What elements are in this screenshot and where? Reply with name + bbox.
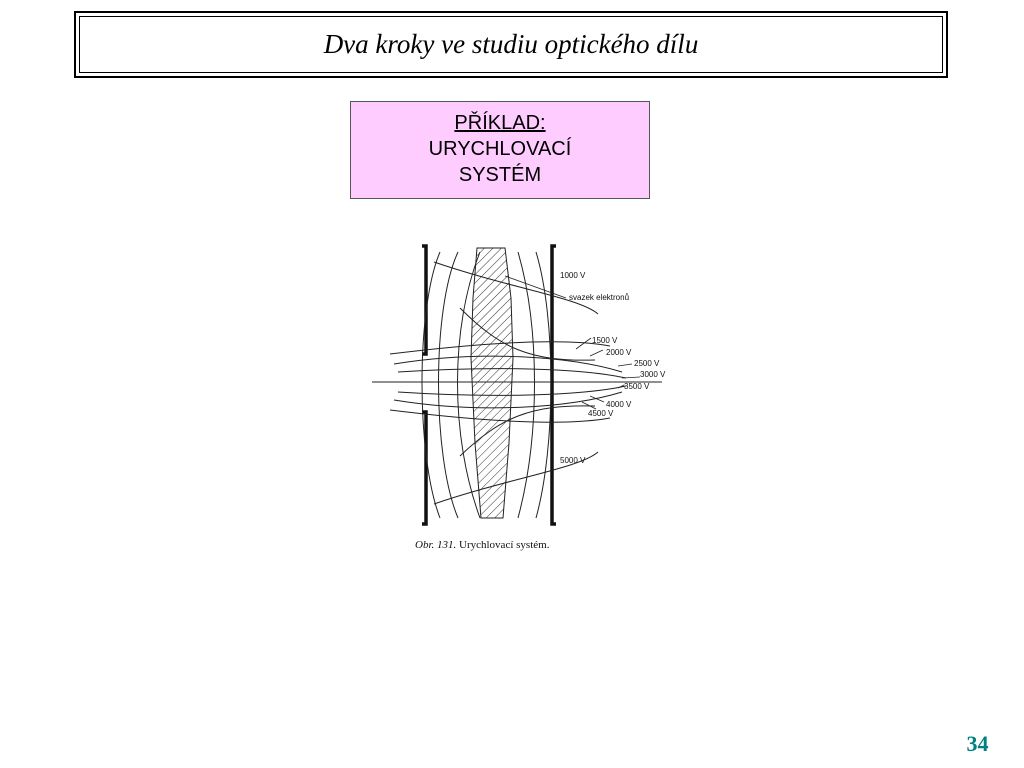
- caption-text: Urychlovací systém.: [456, 539, 549, 551]
- label-2500v: 2500 V: [634, 359, 660, 368]
- title-frame: Dva kroky ve studiu optického dílu: [74, 11, 948, 78]
- example-line-2: SYSTÉM: [458, 164, 542, 186]
- leader-lines: [504, 275, 641, 410]
- equipotential-lines: [389, 251, 627, 519]
- electrodes: [422, 244, 556, 526]
- label-5000v: 5000 V: [560, 456, 586, 465]
- example-line-1: URYCHLOVACÍ: [428, 138, 572, 160]
- label-4000v: 4000 V: [606, 400, 632, 409]
- accelerator-figure: 1000 V svazek elektronů 1500 V 2000 V 25…: [360, 228, 670, 560]
- example-box: PŘÍKLAD: URYCHLOVACÍ SYSTÉM: [350, 101, 650, 199]
- slide-title: Dva kroky ve studiu optického dílu: [323, 29, 699, 59]
- label-2000v: 2000 V: [606, 348, 632, 357]
- figure-caption: Obr. 131. Urychlovací systém.: [415, 539, 550, 551]
- label-4500v: 4500 V: [588, 409, 614, 418]
- title-inner-frame: Dva kroky ve studiu optického dílu: [79, 16, 943, 73]
- label-3000v: 3000 V: [640, 370, 666, 379]
- label-1000v: 1000 V: [560, 271, 586, 280]
- label-3500v: 3500 V: [624, 382, 650, 391]
- caption-prefix: Obr. 131.: [415, 539, 456, 551]
- label-1500v: 1500 V: [592, 336, 618, 345]
- electron-beam: [470, 247, 514, 519]
- example-heading: PŘÍKLAD:: [454, 112, 546, 134]
- accelerator-diagram: 1000 V svazek elektronů 1500 V 2000 V 25…: [372, 244, 666, 551]
- page-number: 34: [966, 731, 989, 756]
- label-beam: svazek elektronů: [569, 293, 629, 302]
